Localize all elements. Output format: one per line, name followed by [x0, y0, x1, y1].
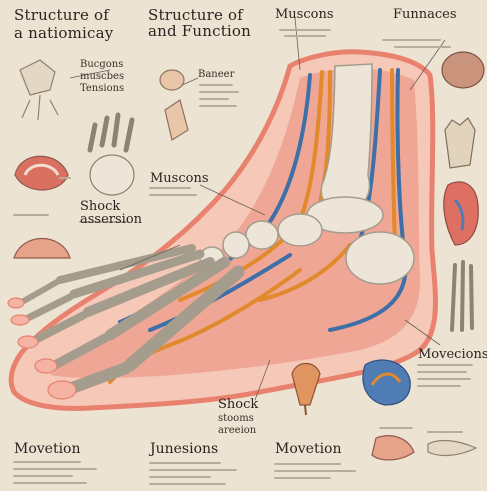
ankle-muscle-specimen [362, 359, 411, 406]
hand-skeleton [87, 112, 135, 196]
movetion-center-label: Movetion [275, 441, 342, 457]
assersion-label: assersion [80, 212, 143, 227]
shock-bottom-label: Shock [218, 397, 259, 412]
movecions-label: Movecions [418, 347, 487, 362]
baneer-label: Baneer [198, 69, 235, 80]
caption-dashes [13, 29, 473, 485]
right-hand-specimen [444, 117, 476, 169]
callout-lines [69, 17, 446, 401]
left-specimen-skeleton [19, 59, 59, 121]
movetion-left-label: Movetion [14, 441, 81, 457]
center-title-line1: Structure of [148, 6, 244, 24]
brain-specimen [441, 51, 485, 89]
shock-bottom-sub2: areeion [218, 425, 257, 436]
left-title-line1: Structure of [14, 6, 110, 24]
left-specimen-dome [13, 237, 71, 259]
top-muscons-label: Muscons [275, 7, 334, 22]
toe-tips [7, 297, 77, 400]
muscle-bulb-specimen [291, 362, 321, 416]
muscons-mid-label: Muscons [150, 171, 209, 186]
left-title-line2: a natiomicay [14, 24, 114, 42]
shock-label: Shock [80, 199, 121, 214]
muscles-label: muscbes [80, 71, 125, 82]
center-title-line2: and Function [148, 22, 252, 40]
top-functions-label: Funnaces [393, 7, 457, 22]
knee-specimen [159, 69, 189, 141]
foot-bone-specimen [371, 435, 478, 461]
shock-bottom-sub: stooms [218, 413, 254, 424]
bucgons-label: Bucgons [80, 59, 124, 70]
junesions-label: Junesions [150, 441, 219, 457]
toe-bones [19, 244, 245, 394]
right-foot-specimen [443, 181, 479, 246]
tensions-label: Tensions [80, 83, 125, 94]
left-specimen-jaw [14, 155, 69, 191]
right-toe-bones-specimen [450, 260, 474, 332]
